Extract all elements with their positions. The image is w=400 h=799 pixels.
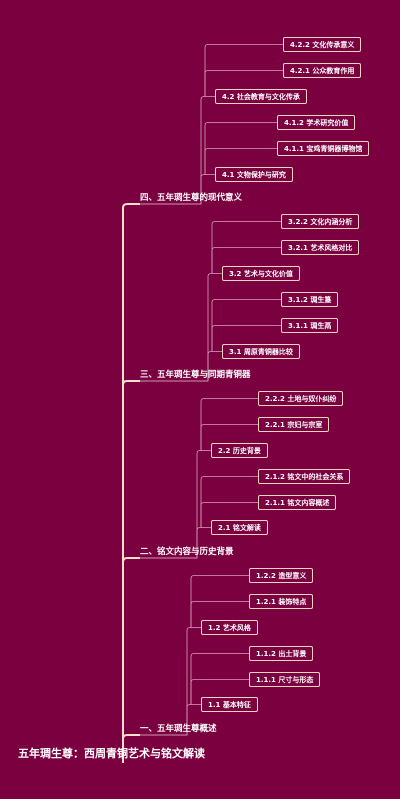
node-4-1-2[interactable]: 4.1.2 学术研究价值	[277, 115, 356, 130]
section-4-link-0	[140, 96, 215, 205]
section-1-link-1	[140, 704, 201, 736]
node-1-1-link-1	[190, 679, 249, 705]
node-3-2-1[interactable]: 3.2.1 艺术风格对比	[281, 240, 360, 255]
node-4-2-link-0	[204, 44, 283, 97]
node-3-1-link-0	[211, 299, 281, 352]
node-1-1-1[interactable]: 1.1.1 尺寸与形态	[249, 672, 321, 687]
section-1-link-0	[140, 627, 201, 736]
node-3-2-link-0	[211, 221, 281, 274]
section-1-title[interactable]: 一、五年琱生尊概述	[140, 724, 217, 734]
section-3-link-1	[140, 351, 222, 382]
node-4-1[interactable]: 4.1 文物保护与研究	[215, 167, 293, 182]
node-3-1-link-1	[211, 325, 281, 352]
node-4-1-link-1	[204, 148, 277, 175]
section-3-title[interactable]: 三、五年琱生尊与同期青铜器	[140, 370, 251, 380]
node-2-2-1[interactable]: 2.2.1 宗妇与宗室	[258, 417, 330, 432]
node-1-2-2[interactable]: 1.2.2 造型意义	[249, 568, 314, 583]
root-title[interactable]: 五年琱生尊：西周青铜艺术与铭文解读	[18, 747, 205, 760]
node-1-2-link-0	[190, 575, 249, 628]
section-2-link-0	[140, 450, 211, 559]
node-3-1-1[interactable]: 3.1.1 琱生鬲	[281, 318, 339, 333]
node-2-1-2[interactable]: 2.1.2 铭文中的社会关系	[258, 469, 351, 484]
node-1-1-link-0	[190, 653, 249, 705]
node-2-2-link-1	[200, 424, 258, 451]
node-3-2-2[interactable]: 3.2.2 文化内涵分析	[281, 214, 360, 229]
node-4-2-1[interactable]: 4.2.1 公众教育作用	[283, 63, 362, 78]
node-2-1-1[interactable]: 2.1.1 铭文内容概述	[258, 495, 337, 510]
node-2-2[interactable]: 2.2 历史背景	[211, 443, 268, 458]
trunk-link-3	[122, 734, 140, 742]
node-1-1[interactable]: 1.1 基本特征	[201, 697, 258, 712]
node-3-2-link-1	[211, 247, 281, 274]
trunk-link-0	[122, 203, 140, 742]
node-2-1-link-1	[200, 502, 258, 528]
node-4-2-link-1	[204, 70, 283, 97]
node-2-2-2[interactable]: 2.2.2 土地与奴仆纠纷	[258, 391, 344, 406]
section-3-link-0	[140, 273, 222, 382]
section-4-title[interactable]: 四、五年琱生尊的现代意义	[140, 193, 243, 203]
node-1-1-2[interactable]: 1.1.2 出土背景	[249, 646, 314, 661]
trunk-link-2	[122, 557, 140, 742]
trunk-link-1	[122, 380, 140, 742]
node-2-1[interactable]: 2.1 铭文解读	[211, 520, 268, 535]
node-3-1[interactable]: 3.1 周原青铜器比较	[222, 344, 300, 359]
node-2-1-link-0	[200, 476, 258, 528]
node-4-2[interactable]: 4.2 社会教育与文化传承	[215, 89, 307, 104]
node-3-1-2[interactable]: 3.1.2 琱生簋	[281, 292, 339, 307]
node-1-2-1[interactable]: 1.2.1 装饰特点	[249, 594, 314, 609]
node-2-2-link-0	[200, 398, 258, 451]
node-3-2[interactable]: 3.2 艺术与文化价值	[222, 266, 300, 281]
section-4-link-1	[140, 174, 215, 205]
node-1-2[interactable]: 1.2 艺术风格	[201, 620, 258, 635]
section-2-title[interactable]: 二、铭文内容与历史背景	[140, 547, 234, 557]
node-4-1-1[interactable]: 4.1.1 宝鸡青铜器博物馆	[277, 141, 370, 156]
section-2-link-1	[140, 527, 211, 559]
node-4-1-link-0	[204, 122, 277, 175]
node-4-2-2[interactable]: 4.2.2 文化传承意义	[283, 37, 362, 52]
node-1-2-link-1	[190, 601, 249, 628]
